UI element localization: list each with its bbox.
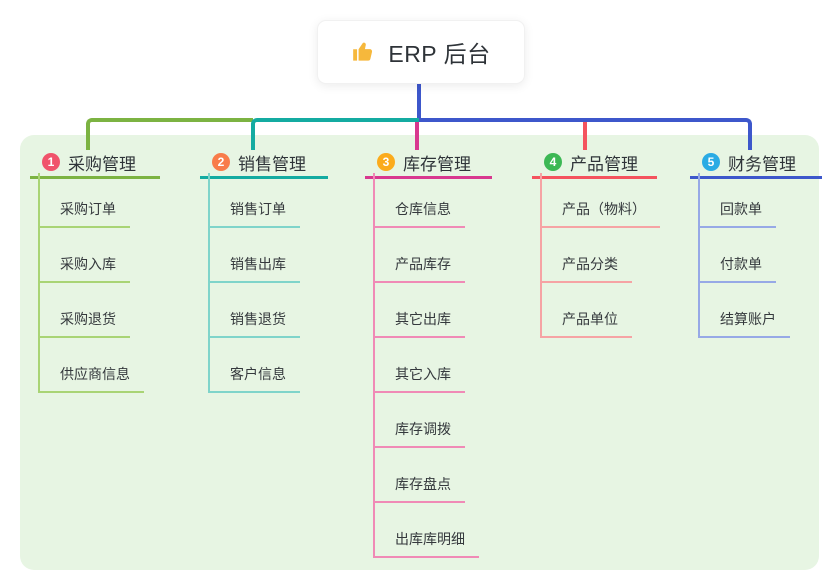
branch-title: 销售管理 bbox=[238, 154, 306, 174]
child-label: 采购退货 bbox=[40, 311, 130, 338]
child-item[interactable]: 库存盘点 bbox=[375, 448, 492, 503]
child-label: 销售出库 bbox=[210, 256, 300, 283]
child-item[interactable]: 结算账户 bbox=[700, 283, 822, 338]
child-label: 销售订单 bbox=[210, 201, 300, 228]
child-label: 采购订单 bbox=[40, 201, 130, 228]
branch-children: 回款单付款单结算账户 bbox=[698, 173, 822, 338]
root-title: ERP 后台 bbox=[388, 41, 491, 67]
child-item[interactable]: 采购退货 bbox=[40, 283, 160, 338]
child-label: 库存盘点 bbox=[375, 476, 465, 503]
branch-children: 产品（物料） 产品分类产品单位 bbox=[540, 173, 660, 338]
child-label: 销售退货 bbox=[210, 311, 300, 338]
child-label: 采购入库 bbox=[40, 256, 130, 283]
branch-badge: 3 bbox=[377, 153, 395, 171]
thumbs-up-icon bbox=[351, 39, 377, 65]
branch-badge: 2 bbox=[212, 153, 230, 171]
child-label: 供应商信息 bbox=[40, 366, 144, 393]
child-label: 付款单 bbox=[700, 256, 776, 283]
branch-title: 库存管理 bbox=[403, 154, 471, 174]
child-item[interactable]: 客户信息 bbox=[210, 338, 328, 393]
child-item[interactable]: 销售订单 bbox=[210, 173, 328, 228]
branch-column: 1 采购管理 采购订单采购入库采购退货供应商信息 bbox=[30, 148, 160, 393]
child-label: 仓库信息 bbox=[375, 201, 465, 228]
branch-column: 3 库存管理 仓库信息产品库存其它出库其它入库库存调拨库存盘点出库库明细 bbox=[365, 148, 492, 558]
child-label: 出库库明细 bbox=[375, 531, 479, 558]
branch-header[interactable]: 4 产品管理 bbox=[532, 148, 657, 179]
child-item[interactable]: 采购入库 bbox=[40, 228, 160, 283]
child-item[interactable]: 供应商信息 bbox=[40, 338, 160, 393]
child-label: 产品分类 bbox=[542, 256, 632, 283]
branch-header[interactable]: 5 财务管理 bbox=[690, 148, 822, 179]
connector-root-drop bbox=[417, 82, 421, 122]
child-label: 结算账户 bbox=[700, 311, 790, 338]
branch-children: 采购订单采购入库采购退货供应商信息 bbox=[38, 173, 160, 393]
branch-title: 采购管理 bbox=[68, 154, 136, 174]
child-item[interactable]: 销售退货 bbox=[210, 283, 328, 338]
child-item[interactable]: 采购订单 bbox=[40, 173, 160, 228]
child-item[interactable]: 出库库明细 bbox=[375, 503, 492, 558]
child-label: 产品（物料） bbox=[542, 201, 660, 228]
child-item[interactable]: 其它入库 bbox=[375, 338, 492, 393]
branch-header[interactable]: 2 销售管理 bbox=[200, 148, 328, 179]
child-label: 产品单位 bbox=[542, 311, 632, 338]
branch-children: 仓库信息产品库存其它出库其它入库库存调拨库存盘点出库库明细 bbox=[373, 173, 492, 558]
branches-panel bbox=[20, 135, 819, 570]
child-item[interactable]: 产品单位 bbox=[542, 283, 660, 338]
child-item[interactable]: 付款单 bbox=[700, 228, 822, 283]
branch-header[interactable]: 1 采购管理 bbox=[30, 148, 160, 179]
branch-children: 销售订单销售出库销售退货客户信息 bbox=[208, 173, 328, 393]
child-item[interactable]: 库存调拨 bbox=[375, 393, 492, 448]
child-label: 其它入库 bbox=[375, 366, 465, 393]
branch-badge: 5 bbox=[702, 153, 720, 171]
child-label: 其它出库 bbox=[375, 311, 465, 338]
branch-column: 5 财务管理 回款单付款单结算账户 bbox=[690, 148, 822, 338]
branch-title: 产品管理 bbox=[570, 154, 638, 174]
branch-header[interactable]: 3 库存管理 bbox=[365, 148, 492, 179]
branch-badge: 1 bbox=[42, 153, 60, 171]
branch-title: 财务管理 bbox=[728, 154, 796, 174]
child-item[interactable]: 产品分类 bbox=[542, 228, 660, 283]
child-item[interactable]: 销售出库 bbox=[210, 228, 328, 283]
branch-column: 2 销售管理 销售订单销售出库销售退货客户信息 bbox=[200, 148, 328, 393]
child-item[interactable]: 产品库存 bbox=[375, 228, 492, 283]
child-item[interactable]: 产品（物料） bbox=[542, 173, 660, 228]
branch-column: 4 产品管理 产品（物料） 产品分类产品单位 bbox=[532, 148, 660, 338]
child-label: 客户信息 bbox=[210, 366, 300, 393]
branch-badge: 4 bbox=[544, 153, 562, 171]
root-node[interactable]: ERP 后台 bbox=[317, 20, 525, 84]
child-item[interactable]: 仓库信息 bbox=[375, 173, 492, 228]
child-label: 产品库存 bbox=[375, 256, 465, 283]
child-label: 回款单 bbox=[700, 201, 776, 228]
child-label: 库存调拨 bbox=[375, 421, 465, 448]
child-item[interactable]: 回款单 bbox=[700, 173, 822, 228]
child-item[interactable]: 其它出库 bbox=[375, 283, 492, 338]
